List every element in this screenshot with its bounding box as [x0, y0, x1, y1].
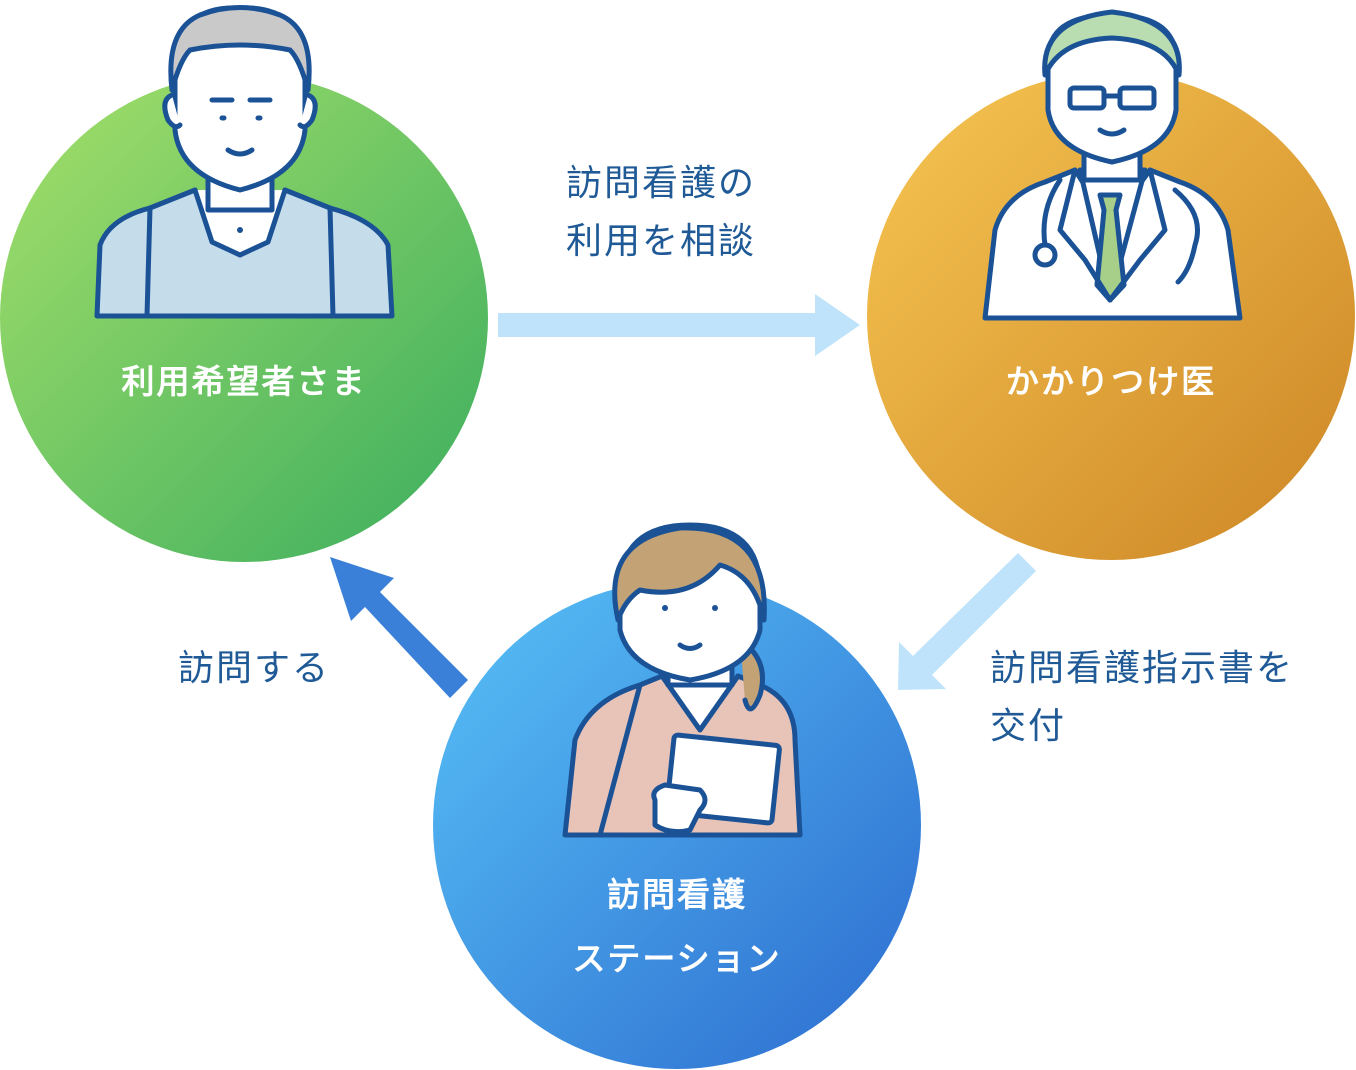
consult-label: 訪問看護の 利用を相談: [566, 155, 756, 271]
instruction-label-line1: 訪問看護指示書を: [990, 648, 1295, 689]
consult-arrow: [498, 294, 860, 356]
station-label-line1: 訪問看護: [607, 875, 747, 914]
elderly-man-icon: [94, 5, 395, 319]
doctor-label: かかりつけ医: [1005, 362, 1217, 401]
instruction-label-line2: 交付: [990, 706, 1067, 747]
patient-label: 利用希望者さま: [121, 362, 367, 401]
visit-arrow: [330, 557, 468, 698]
instruction-label: 訪問看護指示書を 交付: [990, 640, 1294, 756]
consult-label-line2: 利用を相談: [566, 221, 757, 262]
nurse-icon: [562, 522, 803, 838]
consult-label-line1: 訪問看護の: [566, 163, 757, 204]
instruction-arrow: [898, 553, 1036, 690]
station-label-line2: ステーション: [572, 939, 782, 978]
visit-label: 訪問する: [178, 648, 331, 689]
doctor-icon: [982, 9, 1243, 321]
